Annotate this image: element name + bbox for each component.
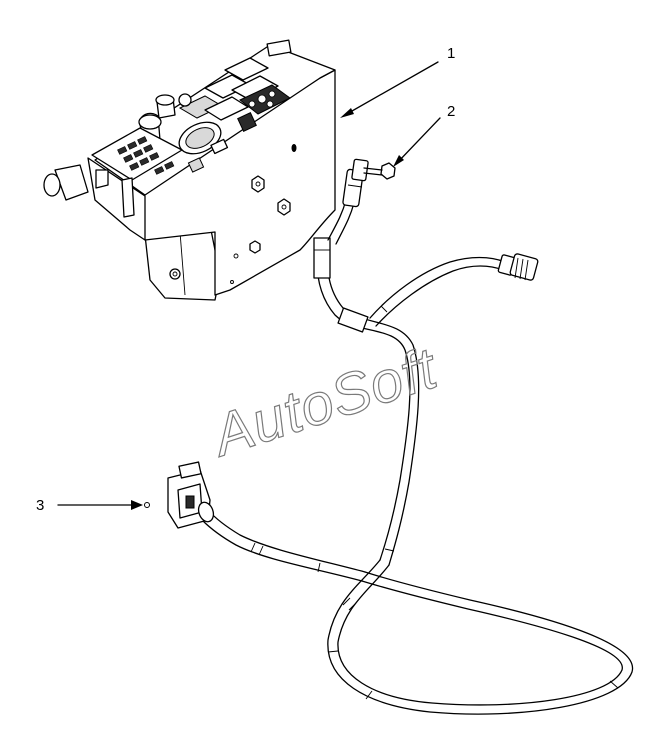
callout-3: 3 <box>36 497 143 514</box>
rectangular-connector <box>167 461 215 529</box>
keypad <box>237 84 291 132</box>
callout-1: 1 <box>340 45 455 118</box>
wiring-harness <box>201 199 634 715</box>
callout-3-label: 3 <box>36 497 44 514</box>
front-connector <box>43 164 135 218</box>
callout-2: 2 <box>393 103 455 167</box>
watermark-text: AutoSoft <box>203 335 447 470</box>
callout-1-label: 1 <box>447 45 455 62</box>
round-connector <box>497 253 539 281</box>
button-block <box>91 127 183 181</box>
bolts <box>230 144 297 284</box>
screw-item-3 <box>144 502 150 508</box>
inline-connector <box>342 158 369 208</box>
control-console <box>43 39 336 301</box>
screw-item-2 <box>363 162 396 180</box>
callout-2-label: 2 <box>447 103 455 120</box>
